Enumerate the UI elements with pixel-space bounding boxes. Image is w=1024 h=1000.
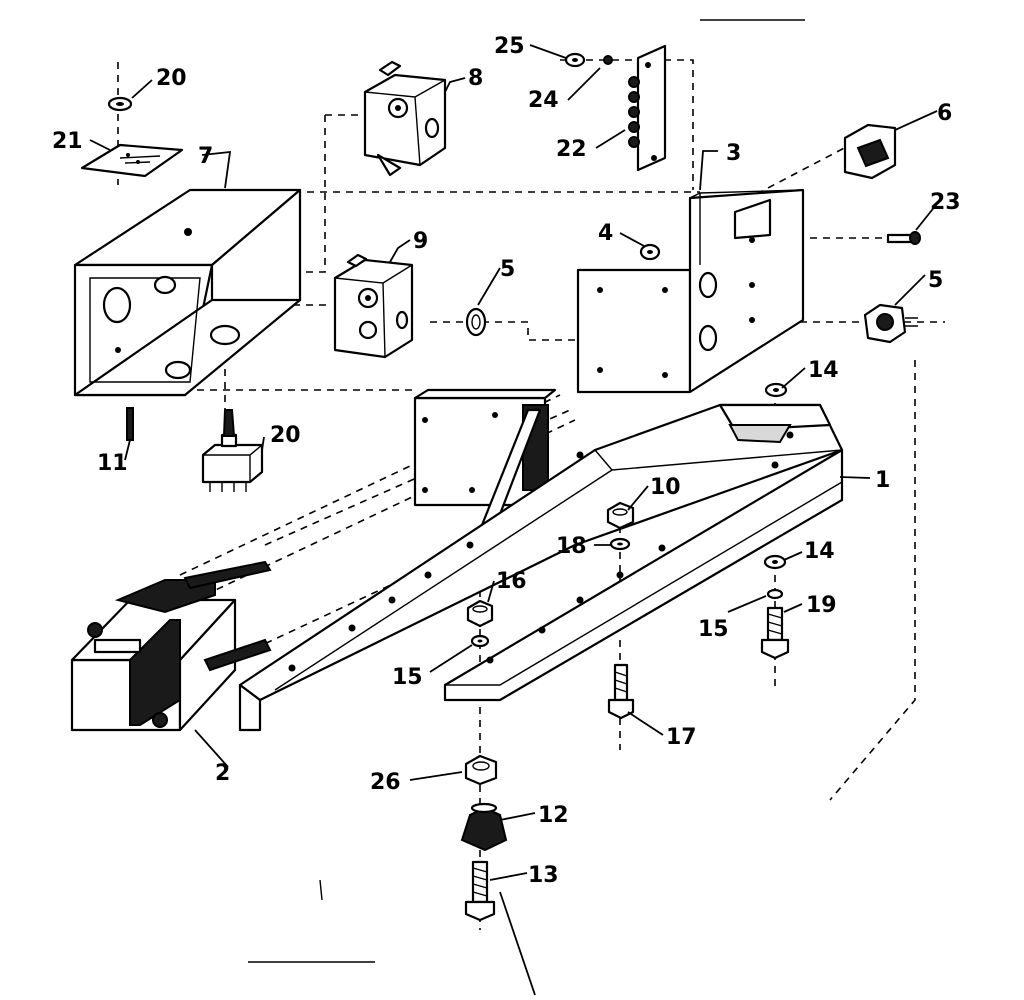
part-15-washer-right xyxy=(766,588,784,600)
part-10-nut xyxy=(606,501,635,530)
part-20-grommet xyxy=(107,96,133,112)
callout-6: 6 xyxy=(937,101,952,126)
callout-25: 25 xyxy=(494,34,525,59)
part-12-rubber-foot xyxy=(460,802,508,852)
part-23-screw xyxy=(886,231,921,245)
leader-lines xyxy=(89,44,941,996)
part-5-grommet-right xyxy=(863,303,918,344)
part-5-grommet-left xyxy=(465,307,487,337)
callout-23: 23 xyxy=(930,190,961,215)
callout-20-lower: 20 xyxy=(270,423,301,448)
callout-5-right: 5 xyxy=(928,268,943,293)
callout-3: 3 xyxy=(726,141,741,166)
callout-12: 12 xyxy=(538,803,569,828)
part-26-nut xyxy=(464,754,498,786)
part-16-nut xyxy=(466,599,494,628)
callout-10: 10 xyxy=(650,475,681,500)
callout-19: 19 xyxy=(806,593,837,618)
part-2-transformer xyxy=(70,560,272,732)
callout-11: 11 xyxy=(97,451,128,476)
part-11-screw xyxy=(126,407,134,441)
callout-1: 1 xyxy=(875,468,890,493)
part-17-bolt xyxy=(607,663,635,720)
part-8-switch xyxy=(363,60,447,177)
part-15-washer-left xyxy=(470,634,490,648)
scan-marks xyxy=(248,19,805,963)
callout-21: 21 xyxy=(52,129,83,154)
part-13-bolt xyxy=(464,860,496,922)
callout-20-top: 20 xyxy=(156,66,187,91)
callout-18: 18 xyxy=(556,534,587,559)
part-6-receptacle xyxy=(843,123,897,180)
part-14-washer-top xyxy=(764,382,788,398)
part-21-nameplate xyxy=(80,143,184,178)
part-24-screw xyxy=(603,55,613,65)
part-3-housing xyxy=(576,188,805,394)
callout-8: 8 xyxy=(468,66,483,91)
part-18-washer xyxy=(609,537,631,551)
callout-24: 24 xyxy=(528,88,559,113)
part-7-control-box xyxy=(73,188,302,397)
part-19-bolt xyxy=(760,606,790,660)
callout-14-lower: 14 xyxy=(804,539,835,564)
part-20-toggle-switch xyxy=(201,409,264,492)
callout-15-right: 15 xyxy=(698,617,729,642)
callout-4: 4 xyxy=(598,221,613,246)
callout-2: 2 xyxy=(215,761,230,786)
callout-5-left: 5 xyxy=(500,257,515,282)
circuit-board xyxy=(413,388,557,537)
callout-22: 22 xyxy=(556,137,587,162)
callout-7: 7 xyxy=(198,144,213,169)
callout-14-top: 14 xyxy=(808,358,839,383)
part-1-base-channel xyxy=(238,403,844,732)
callout-numbers: 1 2 3 4 5 5 6 7 8 9 10 11 12 13 14 14 15… xyxy=(52,34,961,888)
part-25-washer xyxy=(564,52,586,68)
part-9-switch xyxy=(333,253,414,359)
callout-17: 17 xyxy=(666,725,697,750)
callout-13: 13 xyxy=(528,863,559,888)
part-22-terminal-strip xyxy=(628,44,667,172)
callout-15-left: 15 xyxy=(392,665,423,690)
callout-9: 9 xyxy=(413,229,428,254)
callout-16: 16 xyxy=(496,569,527,594)
callout-26: 26 xyxy=(370,770,401,795)
part-14-washer-lower xyxy=(763,554,787,570)
part-4-bushing xyxy=(639,243,661,261)
